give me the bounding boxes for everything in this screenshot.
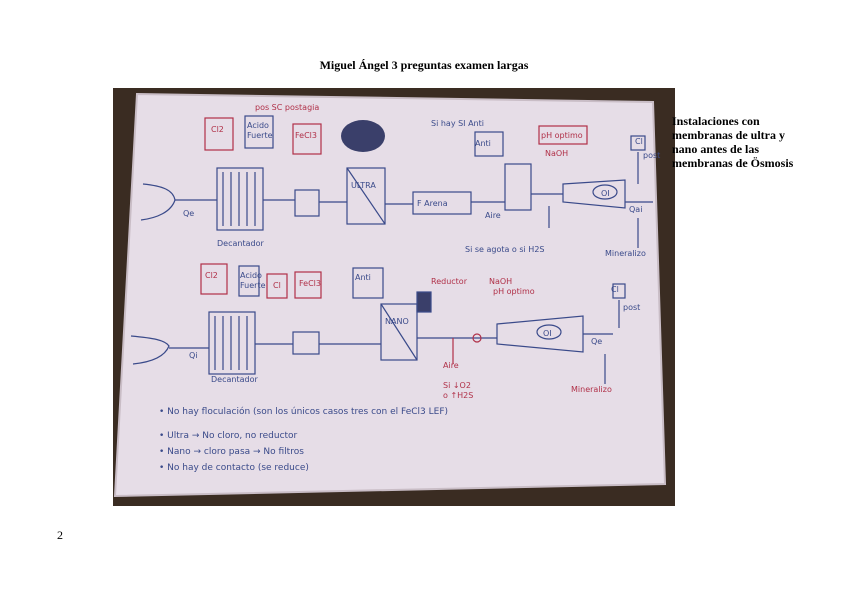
svg-text:Cl2: Cl2	[205, 271, 218, 280]
svg-text:Anti: Anti	[355, 273, 371, 282]
bottom-diagram	[130, 263, 626, 384]
svg-text:Reductor: Reductor	[431, 277, 468, 286]
svg-text:Aire: Aire	[485, 211, 501, 220]
note-3: • Nano → cloro pasa → No filtros	[159, 447, 304, 457]
svg-text:Qi: Qi	[189, 351, 198, 360]
svg-text:OI: OI	[601, 189, 610, 198]
svg-text:Cl: Cl	[273, 281, 281, 290]
svg-text:Cl: Cl	[635, 137, 643, 146]
svg-text:NANO: NANO	[385, 317, 409, 326]
side-note: Instalaciones con membranas de ultra y n…	[672, 114, 794, 170]
note-4: • No hay de contacto (se reduce)	[159, 463, 309, 473]
handwritten-diagram-photo: pos SC postagia Cl2 Acido Fuerte FeCl3 Q…	[113, 88, 675, 506]
paper-sheet	[115, 94, 665, 496]
svg-text:Fuerte: Fuerte	[247, 131, 273, 140]
svg-text:Cl: Cl	[611, 285, 619, 294]
note-2: • Ultra → No cloro, no reductor	[159, 431, 298, 441]
page-title: Miguel Ángel 3 preguntas examen largas	[319, 58, 529, 72]
svg-text:Decantador: Decantador	[217, 239, 264, 248]
svg-text:NaOH: NaOH	[545, 149, 568, 158]
diagram-svg: pos SC postagia Cl2 Acido Fuerte FeCl3 Q…	[113, 92, 667, 498]
top-diagram	[140, 115, 653, 248]
svg-text:Decantador: Decantador	[211, 375, 258, 384]
svg-text:Mineralizo: Mineralizo	[571, 385, 612, 394]
svg-text:post: post	[643, 151, 660, 160]
page-number: 2	[57, 528, 63, 542]
svg-text:Anti: Anti	[475, 139, 491, 148]
svg-text:Si se agota o si H2S: Si se agota o si H2S	[465, 245, 545, 254]
svg-text:Acido: Acido	[247, 121, 269, 130]
svg-text:Aire: Aire	[443, 361, 459, 370]
svg-text:Si hay SI Anti: Si hay SI Anti	[431, 119, 484, 128]
svg-text:Si ↓O2: Si ↓O2	[443, 381, 471, 390]
svg-text:Qe: Qe	[591, 337, 602, 346]
svg-text:Qai: Qai	[629, 205, 642, 214]
svg-text:Qe: Qe	[183, 209, 194, 218]
svg-text:pH optimo: pH optimo	[493, 287, 535, 296]
svg-text:NaOH: NaOH	[489, 277, 512, 286]
svg-text:FeCl3: FeCl3	[295, 131, 317, 140]
handwritten-notes: • No hay floculación (son los únicos cas…	[159, 406, 448, 473]
svg-text:FeCl3: FeCl3	[299, 279, 321, 288]
svg-text:Mineralizo: Mineralizo	[605, 249, 646, 258]
svg-text:ULTRA: ULTRA	[351, 181, 376, 190]
svg-text:post: post	[623, 303, 640, 312]
diagram-labels: pos SC postagia Cl2 Acido Fuerte FeCl3 Q…	[183, 103, 660, 400]
svg-text:pos SC postagia: pos SC postagia	[255, 103, 319, 112]
svg-text:Fuerte: Fuerte	[240, 281, 266, 290]
svg-text:F Arena: F Arena	[417, 199, 448, 208]
svg-text:pH optimo: pH optimo	[541, 131, 583, 140]
svg-text:Cl2: Cl2	[211, 125, 224, 134]
svg-text:OI: OI	[543, 329, 552, 338]
svg-text:o ↑H2S: o ↑H2S	[443, 391, 473, 400]
svg-text:Acido: Acido	[240, 271, 262, 280]
note-1: • No hay floculación (son los únicos cas…	[159, 406, 448, 417]
